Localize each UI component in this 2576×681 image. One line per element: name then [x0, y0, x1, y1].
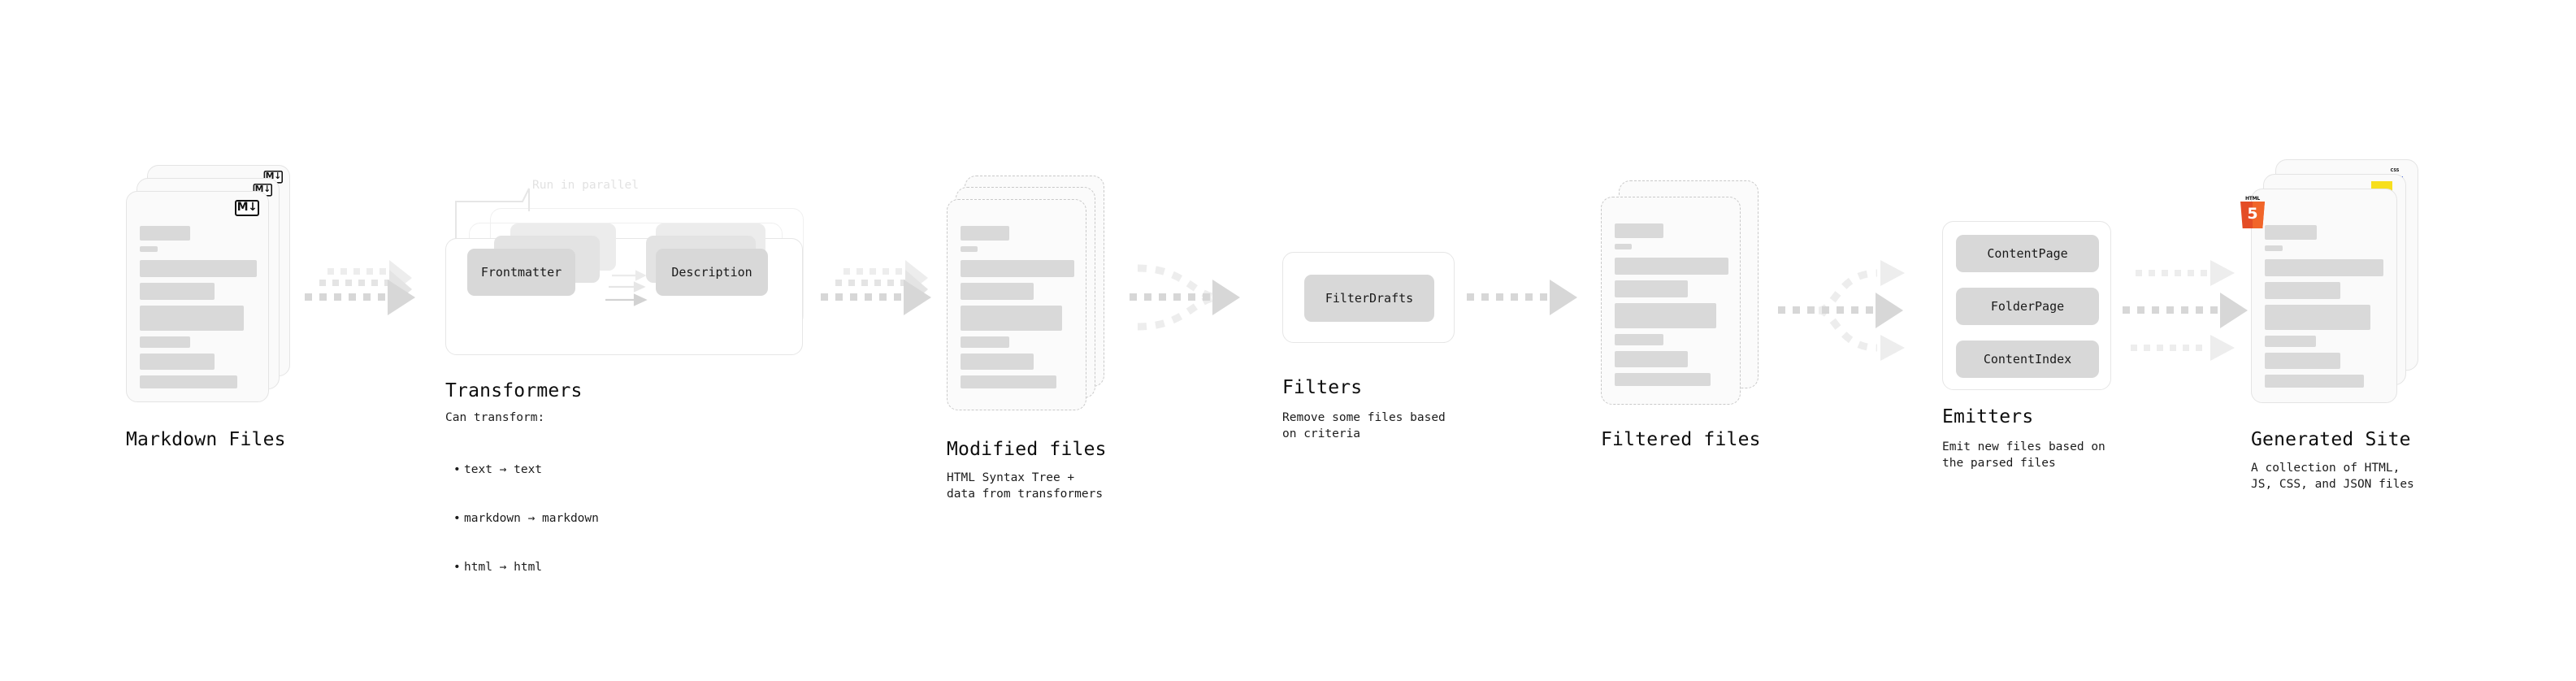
content-bar [1615, 258, 1728, 275]
content-bar [140, 283, 215, 300]
markdown-files-stack: M↓ M↓ M↓ [126, 165, 297, 409]
transformer-chip-description[interactable]: Description [656, 249, 768, 296]
content-bar [1615, 334, 1663, 345]
content-bar [961, 375, 1056, 388]
content-bar [140, 226, 190, 241]
emitters-subtitle: Emit new files based on the parsed files [1942, 440, 2105, 470]
emitter-chip-contentpage[interactable]: ContentPage [1956, 235, 2099, 272]
modified-files-subtitle: HTML Syntax Tree + data from transformer… [947, 471, 1104, 501]
filter-chip-filterdrafts[interactable]: FilterDrafts [1304, 275, 1434, 322]
content-bar [1615, 351, 1688, 367]
transformers-group: Frontmatter Description Run in parallel [443, 179, 825, 374]
file-content-placeholder [961, 226, 1074, 394]
content-bar [2265, 336, 2316, 347]
transformers-title: Transformers [445, 380, 583, 401]
generated-site-subtitle: A collection of HTML, JS, CSS, and JSON … [2251, 462, 2414, 491]
content-bar [2265, 375, 2364, 388]
filtered-to-emitters-fanout-arrow [1778, 260, 1905, 361]
md-to-transformers-arrow [305, 260, 415, 315]
transformer-chip-frontmatter[interactable]: Frontmatter [467, 249, 575, 296]
content-bar [140, 260, 257, 277]
content-bar [140, 246, 158, 252]
content-bar [961, 260, 1074, 277]
content-bar [961, 306, 1062, 331]
content-bar [961, 226, 1009, 241]
html5-tag-label: HTML [2244, 196, 2261, 202]
transformers-to-modified-arrow [821, 260, 931, 315]
filters-to-filtered-arrow [1467, 280, 1577, 315]
file-card-front-html: HTML 5 [2240, 189, 2397, 403]
content-bar [2265, 282, 2340, 299]
bullet-item: markdown → markdown [453, 510, 599, 527]
run-in-parallel-label: Run in parallel [532, 179, 639, 192]
html5-icon: HTML 5 [2240, 196, 2265, 228]
content-bar [961, 246, 978, 252]
filters-subtitle: Remove some files based on criteria [1282, 411, 1446, 440]
content-bar [1615, 244, 1632, 249]
file-card-front [947, 199, 1086, 410]
content-bar [2265, 245, 2283, 251]
content-bar [140, 336, 190, 348]
filters-title: Filters [1282, 377, 1363, 398]
generated-site-title: Generated Site [2251, 429, 2411, 450]
content-bar [961, 336, 1009, 348]
html5-number: 5 [2247, 205, 2258, 223]
content-bar [961, 283, 1034, 300]
markdown-icon: M↓ [235, 200, 259, 216]
content-bar [140, 354, 215, 370]
file-content-placeholder [1615, 223, 1728, 392]
content-bar [140, 375, 237, 388]
content-bar [2265, 225, 2317, 240]
markdown-files-title: Markdown Files [126, 429, 286, 450]
content-bar [1615, 280, 1688, 297]
emitters-group: ContentPage FolderPage ContentIndex [1942, 221, 2111, 390]
file-card-front [1601, 197, 1741, 405]
filtered-files-title: Filtered files [1601, 429, 1761, 450]
filtered-files-stack [1601, 180, 1772, 427]
modified-files-title: Modified files [947, 439, 1107, 460]
emitters-title: Emitters [1942, 406, 2034, 427]
generated-site-stack: CSS HTML 5 [2240, 159, 2422, 403]
content-bar [140, 306, 244, 331]
content-bar [2265, 353, 2340, 369]
transformers-bullet-list: text → text markdown → markdown html → h… [453, 429, 599, 608]
modified-to-filters-merge-arrow [1130, 264, 1240, 331]
content-bar [1615, 223, 1663, 238]
content-bar [2265, 259, 2383, 276]
modified-files-stack [947, 176, 1117, 421]
file-content-placeholder [2265, 225, 2383, 393]
bullet-item: text → text [453, 462, 599, 478]
emitter-chip-contentindex[interactable]: ContentIndex [1956, 340, 2099, 378]
bullet-item: html → html [453, 559, 599, 575]
file-content-placeholder [140, 226, 257, 394]
content-bar [1615, 373, 1711, 386]
transformers-subtitle: Can transform: [445, 411, 545, 424]
filters-group: FilterDrafts [1282, 252, 1455, 343]
file-card-front: M↓ [126, 191, 269, 402]
emitter-chip-folderpage[interactable]: FolderPage [1956, 288, 2099, 325]
content-bar [961, 354, 1034, 370]
content-bar [1615, 303, 1716, 328]
html5-shield: 5 [2240, 202, 2265, 228]
content-bar [2265, 305, 2370, 330]
